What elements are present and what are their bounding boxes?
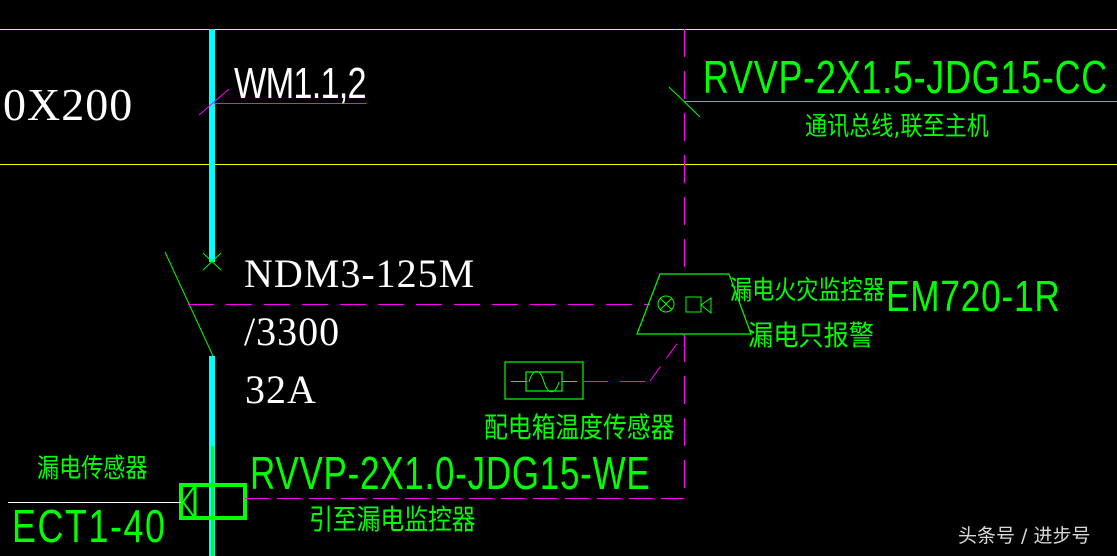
watermark: 头条号 / 进步号 [958,525,1091,547]
feeder-green-overlay [211,446,214,556]
current-transformer-icon [179,483,247,520]
main-feeder-line-upper [209,29,215,262]
temp-sensor-symbol [504,361,584,400]
monitor-name-label: 漏电火灾监控器 [730,276,885,306]
leakage-monitor-symbol [636,273,752,335]
temp-sensor-label: 配电箱温度传感器 [484,411,675,444]
temp-sensor-cable-diag [649,333,685,382]
breaker-poles-label: /3300 [244,309,341,354]
leak-sensor-model-label: ECT1-40 [12,500,167,552]
comm-cable-tick [668,86,701,118]
monitor-buzzer-icon [685,296,712,315]
temp-sensor-icon [528,371,560,393]
circuit-id-label: WM1.1,2 [234,59,367,108]
breaker-x-mark-b [202,252,222,271]
cable-tray-size-label: 0X200 [3,79,134,130]
leak-cable-note: 引至漏电监控器 [309,503,476,536]
leak-sensor-name-label: 漏电传感器 [37,454,148,484]
circuit-tag-tick [198,88,230,116]
comm-cable-label: RVVP-2X1.5-JDG15-CC [703,51,1108,103]
monitor-note-label: 漏电只报警 [748,319,875,352]
leak-cable-label: RVVP-2X1.0-JDG15-WE [250,447,651,499]
breaker-model-label: NDM3-125M [244,251,476,296]
monitor-lamp-icon [657,295,675,313]
breaker-rating-label: 32A [245,367,317,412]
comm-cable-note: 通讯总线,联至主机 [805,112,989,142]
monitor-model-label: EM720-1R [886,272,1061,321]
